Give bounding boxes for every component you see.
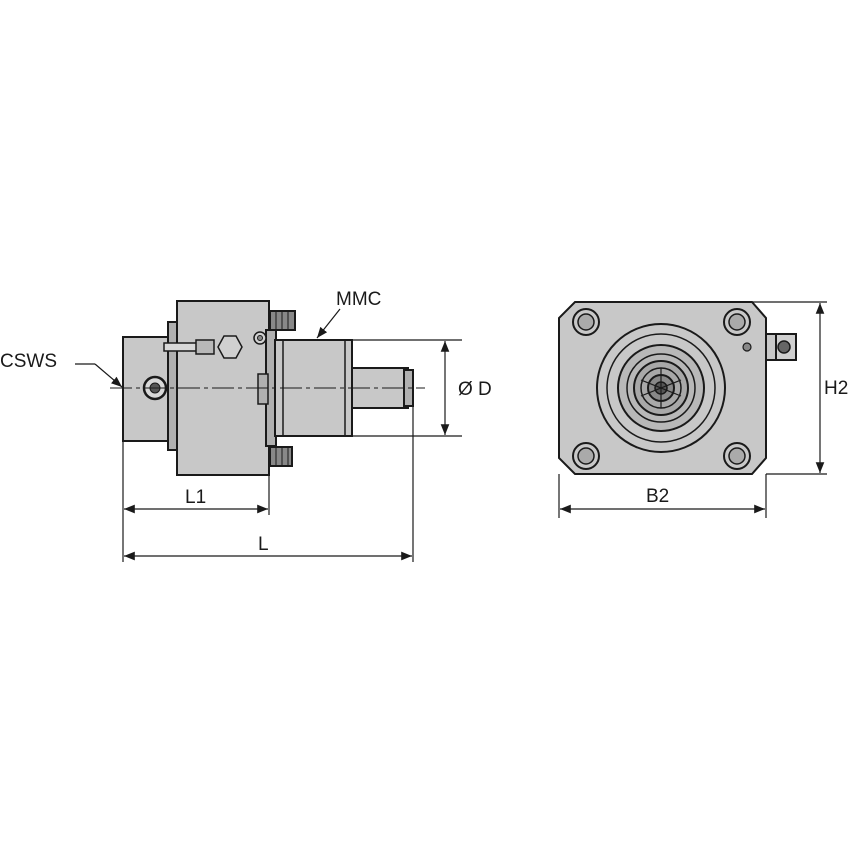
corner-bolt-top-left xyxy=(572,308,600,336)
csws-label: CSWS xyxy=(0,351,57,372)
side-view xyxy=(110,300,425,476)
diameter-label: Ø D xyxy=(458,379,492,400)
top-set-screw xyxy=(269,310,296,331)
corner-bolt-top-right xyxy=(723,308,751,336)
side-dimensions xyxy=(75,308,462,562)
mmc-leader xyxy=(316,308,341,339)
l-label: L xyxy=(258,534,269,555)
mmc-label: MMC xyxy=(336,289,382,310)
front-view xyxy=(558,301,797,475)
side-fitting xyxy=(765,333,797,361)
coolant-tube xyxy=(163,342,199,352)
small-hole xyxy=(742,342,752,352)
l1-label: L1 xyxy=(185,487,207,508)
corner-bolt-bottom-right xyxy=(723,442,751,470)
coolant-fitting xyxy=(195,339,215,355)
bottom-set-screw xyxy=(269,446,293,467)
spindle-face xyxy=(596,323,726,453)
corner-bolt-bottom-left xyxy=(572,442,600,470)
front-dimensions xyxy=(558,301,827,518)
coolant-nut xyxy=(217,335,243,359)
key-slot xyxy=(257,373,269,405)
h2-label: H2 xyxy=(824,378,849,399)
b2-label: B2 xyxy=(646,486,670,507)
